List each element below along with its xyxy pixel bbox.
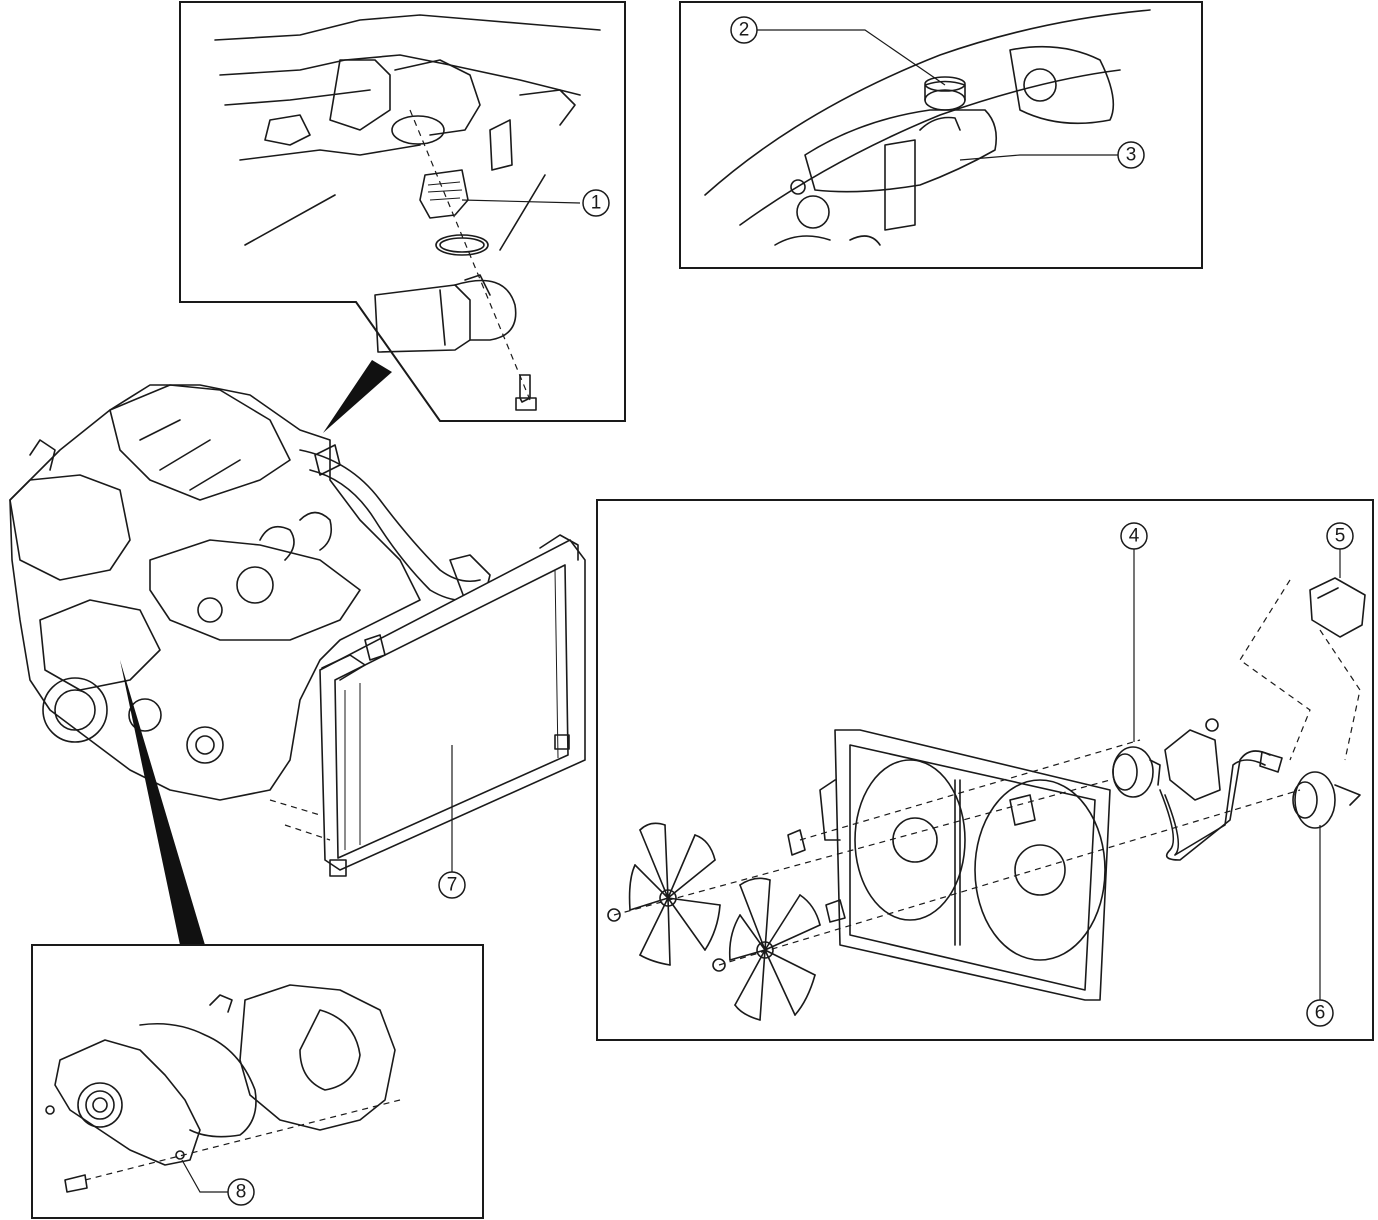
callout-6: 6 bbox=[1306, 999, 1334, 1027]
inset-pointer-top bbox=[323, 360, 392, 433]
callout-4: 4 bbox=[1120, 522, 1148, 550]
callout-5: 5 bbox=[1326, 522, 1354, 550]
callout-8: 8 bbox=[227, 1178, 255, 1206]
callout-7: 7 bbox=[438, 871, 466, 899]
radiator bbox=[269, 534, 586, 877]
svg-text:4: 4 bbox=[1129, 526, 1140, 547]
thermostat-inset bbox=[179, 1, 626, 433]
fan-assembly-inset bbox=[596, 499, 1374, 1041]
svg-text:1: 1 bbox=[591, 193, 602, 214]
fan-left bbox=[628, 822, 721, 966]
svg-text:6: 6 bbox=[1315, 1003, 1326, 1024]
inset-pointer-bottom bbox=[120, 660, 205, 945]
control-module-5 bbox=[1309, 577, 1366, 638]
fan-right bbox=[728, 877, 821, 1021]
svg-text:7: 7 bbox=[447, 875, 458, 896]
svg-text:8: 8 bbox=[236, 1182, 247, 1203]
svg-text:5: 5 bbox=[1335, 526, 1346, 547]
callout-1: 1 bbox=[582, 189, 610, 217]
svg-text:3: 3 bbox=[1126, 145, 1137, 166]
motor-4 bbox=[1112, 746, 1161, 798]
motor-6 bbox=[1292, 771, 1361, 829]
svg-text:2: 2 bbox=[739, 20, 750, 41]
water-pump-inset bbox=[31, 660, 484, 1219]
callout-2: 2 bbox=[730, 16, 758, 44]
callout-3: 3 bbox=[1117, 141, 1145, 169]
reservoir-inset bbox=[679, 1, 1203, 269]
